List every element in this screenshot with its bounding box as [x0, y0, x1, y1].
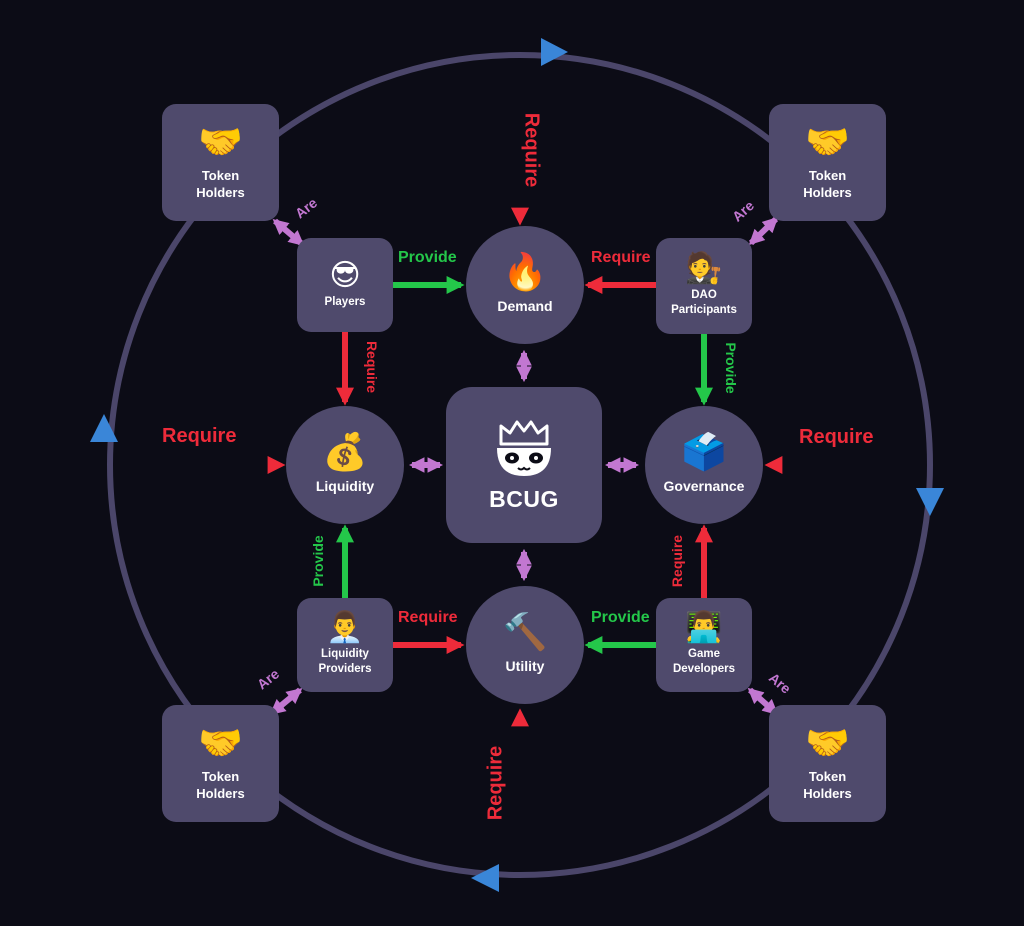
- label-require-players-liquidity: Require: [364, 340, 380, 394]
- node-label: Players: [324, 295, 366, 308]
- cycle-arrow-bottom: [471, 864, 499, 892]
- node-token-holders-top-left: 🤝 Token Holders: [162, 104, 279, 221]
- edge-holders-dao: [748, 216, 779, 246]
- node-dao-participants: 🧑‍⚖️ DAO Participants: [656, 238, 752, 334]
- node-label: Token Holders: [803, 768, 852, 801]
- handshake-icon: 🤝: [198, 722, 243, 764]
- node-bcug: BCUG: [446, 387, 602, 543]
- handshake-icon: 🤝: [198, 121, 243, 163]
- node-label: Token Holders: [196, 167, 245, 200]
- node-label: Liquidity: [315, 478, 375, 494]
- money-bag-icon: 💰: [322, 432, 368, 473]
- label-require-top: Require: [520, 112, 543, 188]
- label-require-left: Require: [162, 425, 237, 447]
- handshake-icon: 🤝: [805, 722, 850, 764]
- label-provide-devs-utility: Provide: [591, 609, 650, 626]
- node-label: Utility: [505, 658, 545, 674]
- label-require-right: Require: [799, 426, 874, 448]
- label-require-devs-governance: Require: [669, 534, 685, 588]
- label-provide-lp-liquidity: Provide: [310, 535, 326, 587]
- label-require-bottom: Require: [484, 745, 507, 821]
- label-require-dao-demand: Require: [591, 249, 651, 266]
- ballot-box-icon: 🗳️: [681, 432, 727, 473]
- node-game-developers: 👨‍💻 Game Developers: [656, 598, 752, 692]
- hammer-icon: 🔨: [502, 612, 548, 653]
- node-utility: 🔨 Utility: [466, 586, 584, 704]
- businessman-chart-icon: 👨‍💼: [326, 610, 364, 645]
- cycle-arrow-right: [916, 488, 944, 516]
- cycle-arrow-top: [541, 38, 568, 66]
- node-token-holders-bottom-left: 🤝 Token Holders: [162, 705, 279, 822]
- crown-mascot-icon: [497, 420, 551, 476]
- node-token-holders-top-right: 🤝 Token Holders: [769, 104, 886, 221]
- label-require-lp-utility: Require: [398, 609, 458, 626]
- node-label: Game Developers: [672, 648, 735, 675]
- node-players: 😎 Players: [297, 238, 393, 332]
- node-token-holders-bottom-right: 🤝 Token Holders: [769, 705, 886, 822]
- judge-icon: 🧑‍⚖️: [685, 251, 723, 286]
- label-provide-dao-governance: Provide: [723, 342, 739, 394]
- developer-laptop-icon: 👨‍💻: [685, 610, 723, 645]
- node-label: Demand: [497, 298, 553, 314]
- outer-cycle-ring: [107, 52, 933, 878]
- cycle-arrow-left: [90, 414, 118, 442]
- node-liquidity: 💰 Liquidity: [286, 406, 404, 524]
- node-governance: 🗳️ Governance: [645, 406, 763, 524]
- sunglasses-face-icon: 😎: [329, 257, 361, 293]
- node-label: DAO Participants: [671, 289, 737, 316]
- edge-holders-players: [272, 218, 305, 247]
- node-label: Token Holders: [803, 167, 852, 200]
- label-provide-players-demand: Provide: [398, 249, 457, 266]
- node-demand: 🔥 Demand: [466, 226, 584, 344]
- node-liquidity-providers: 👨‍💼 Liquidity Providers: [297, 598, 393, 692]
- node-label: Liquidity Providers: [318, 648, 372, 675]
- handshake-icon: 🤝: [805, 121, 850, 163]
- edge-holders-lp: [269, 687, 303, 716]
- node-label: Token Holders: [196, 768, 245, 801]
- node-label: Governance: [663, 478, 745, 494]
- fire-icon: 🔥: [502, 252, 548, 293]
- node-label: BCUG: [489, 485, 559, 512]
